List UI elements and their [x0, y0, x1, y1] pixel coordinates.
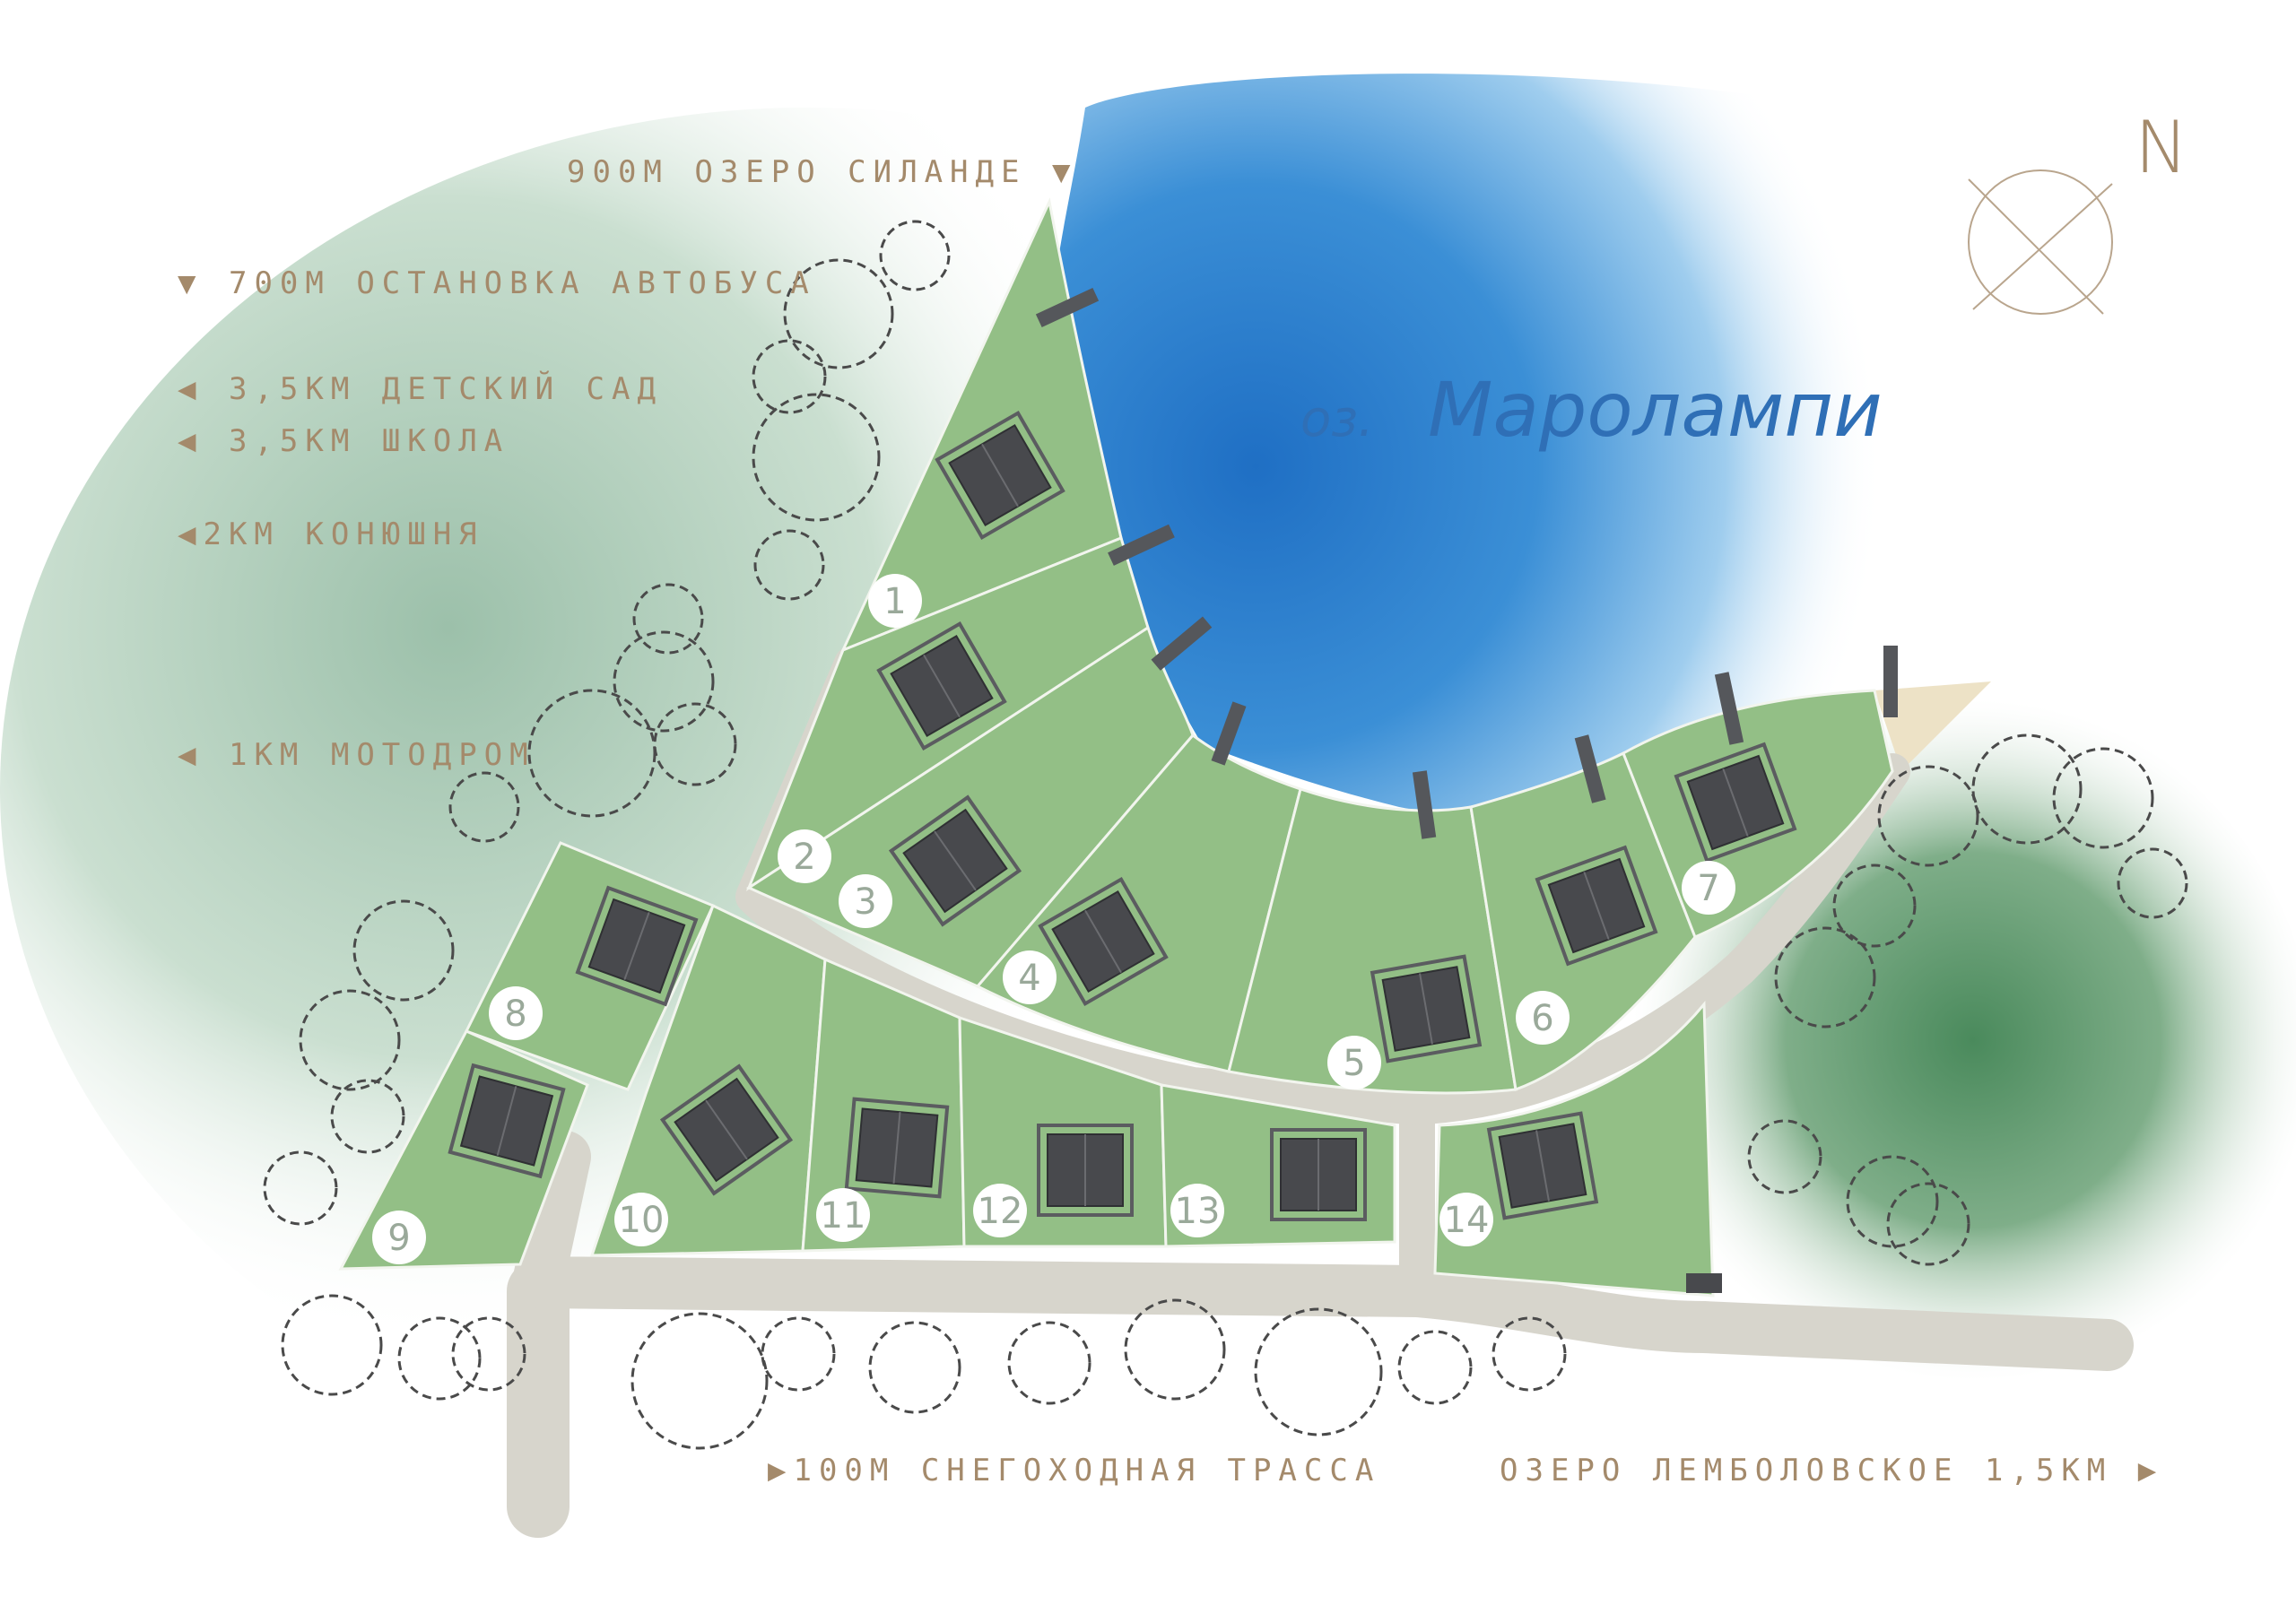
lake-prefix: оз. — [1300, 390, 1374, 448]
svg-text:7: 7 — [1697, 868, 1719, 909]
svg-text:14: 14 — [1444, 1200, 1490, 1241]
label-lembolovskoe: ОЗЕРО ЛЕМБОЛОВСКОЕ 1,5КМ ▶ — [1500, 1453, 2164, 1488]
roads — [507, 646, 2134, 1538]
svg-text:9: 9 — [387, 1218, 410, 1259]
svg-text:1: 1 — [883, 581, 906, 622]
plot-marker-8[interactable]: 8 — [489, 986, 543, 1040]
svg-text:2: 2 — [793, 837, 815, 878]
plot-marker-1[interactable]: 1 — [868, 574, 922, 628]
arrow-left-icon: ◀ — [178, 737, 204, 773]
label-snowmobile-trail: ▶100М СНЕГОХОДНАЯ ТРАССА — [768, 1453, 1381, 1488]
arrow-right-icon: ▶ — [768, 1453, 794, 1488]
label-kindergarten: ◀ 3,5КМ ДЕТСКИЙ САД — [178, 371, 663, 407]
compass-north-label: N — [2135, 106, 2188, 189]
plot-10[interactable] — [589, 903, 827, 1257]
label-bus-stop: ▼ 700М ОСТАНОВКА АВТОБУСА — [178, 265, 816, 301]
plot-marker-14[interactable]: 14 — [1439, 1193, 1493, 1246]
arrow-right-icon: ▶ — [2137, 1453, 2164, 1488]
label-school: ◀ 3,5КМ ШКОЛА — [178, 423, 510, 459]
svg-text:12: 12 — [978, 1191, 1023, 1232]
arrow-down-icon: ▼ — [178, 265, 204, 301]
plot-marker-11[interactable]: 11 — [816, 1188, 870, 1242]
plot-marker-3[interactable]: 3 — [839, 874, 892, 928]
svg-text:6: 6 — [1531, 998, 1553, 1039]
arrow-left-icon: ◀ — [178, 516, 204, 552]
plot-marker-6[interactable]: 6 — [1516, 991, 1570, 1045]
label-motodrome: ◀ 1КМ МОТОДРОМ — [178, 737, 535, 773]
arrow-left-icon: ◀ — [178, 371, 204, 407]
plot-4[interactable] — [975, 733, 1302, 1073]
svg-text:4: 4 — [1018, 958, 1040, 999]
svg-text:5: 5 — [1343, 1043, 1365, 1084]
gate-icon — [1686, 1273, 1722, 1293]
svg-text:3: 3 — [854, 881, 876, 923]
arrow-left-icon: ◀ — [178, 423, 204, 459]
trees — [263, 220, 2188, 1450]
lake-title: Маролампи — [1428, 366, 1883, 454]
lake-marolampi — [1052, 74, 2109, 814]
svg-text:13: 13 — [1175, 1191, 1221, 1232]
plot-marker-9[interactable]: 9 — [372, 1211, 426, 1264]
svg-text:10: 10 — [619, 1200, 665, 1241]
arrow-down-icon: ▼ — [1051, 154, 1078, 190]
beach — [1874, 681, 1991, 771]
plot-marker-2[interactable]: 2 — [778, 829, 831, 883]
plot-marker-7[interactable]: 7 — [1682, 861, 1735, 915]
svg-text:11: 11 — [821, 1195, 866, 1237]
plot-markers: 1 2 3 4 5 6 7 8 9 10 11 12 13 14 — [372, 574, 1735, 1264]
plot-marker-4[interactable]: 4 — [1003, 950, 1057, 1004]
lake-name: оз. Маролампи — [1300, 366, 1883, 454]
plot-marker-13[interactable]: 13 — [1170, 1184, 1224, 1237]
compass-icon — [1968, 169, 2113, 315]
piers — [1035, 287, 1898, 839]
svg-text:8: 8 — [504, 994, 526, 1035]
label-silande: 900М ОЗЕРО СИЛАНДЕ ▼ — [567, 154, 1078, 190]
plot-marker-5[interactable]: 5 — [1327, 1036, 1381, 1089]
plot-marker-12[interactable]: 12 — [973, 1184, 1027, 1237]
label-stable: ◀2КМ КОНЮШНЯ — [178, 516, 484, 552]
plot-marker-10[interactable]: 10 — [614, 1193, 668, 1246]
